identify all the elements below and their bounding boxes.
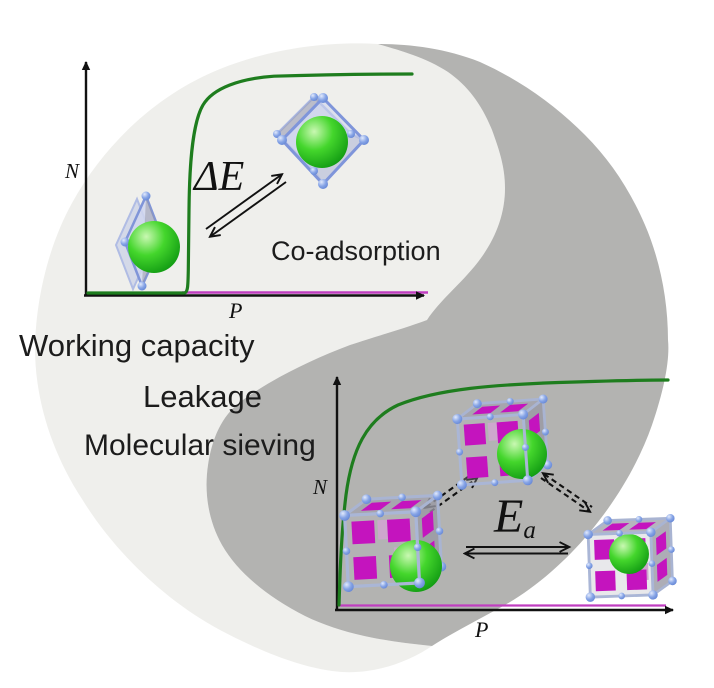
top-plot-y-label: N — [64, 159, 80, 183]
molecular-sieving-label: Molecular sieving — [84, 429, 316, 462]
closed-framework-icon — [114, 191, 180, 292]
working-capacity-label: Working capacity — [19, 328, 255, 363]
bottom-plot-y-label: N — [312, 475, 328, 499]
guest-sphere — [390, 540, 442, 592]
bottom-plot-isotherm-curve — [337, 378, 670, 607]
yin-yang-dark-region — [206, 44, 669, 646]
equilibrium-arrow — [466, 547, 568, 554]
bottom-plot-x-label: P — [474, 617, 488, 642]
top-plot-isotherm-curve — [86, 72, 414, 295]
guest-sphere — [296, 116, 348, 168]
top-plot-x-label: P — [228, 298, 242, 323]
activation-energy-label: Ea — [493, 490, 536, 544]
delta-e-label: ΔE — [192, 154, 244, 200]
bottom-plot: N P — [312, 376, 674, 642]
guest-sphere — [497, 429, 547, 479]
co-adsorption-label: Co-adsorption — [271, 236, 441, 266]
leakage-label: Leakage — [143, 379, 262, 414]
yin-yang-light-region — [35, 43, 505, 673]
open-framework-icon — [273, 93, 369, 189]
mof-cube-top-icon — [450, 392, 555, 492]
top-plot: N P — [64, 61, 428, 323]
guest-sphere — [609, 534, 649, 574]
guest-sphere — [128, 221, 180, 273]
phase-transition-arrow — [205, 175, 287, 236]
exchange-arrow-right — [540, 474, 593, 511]
mof-cube-left-icon — [337, 488, 449, 594]
mof-cube-right-icon — [581, 512, 679, 604]
